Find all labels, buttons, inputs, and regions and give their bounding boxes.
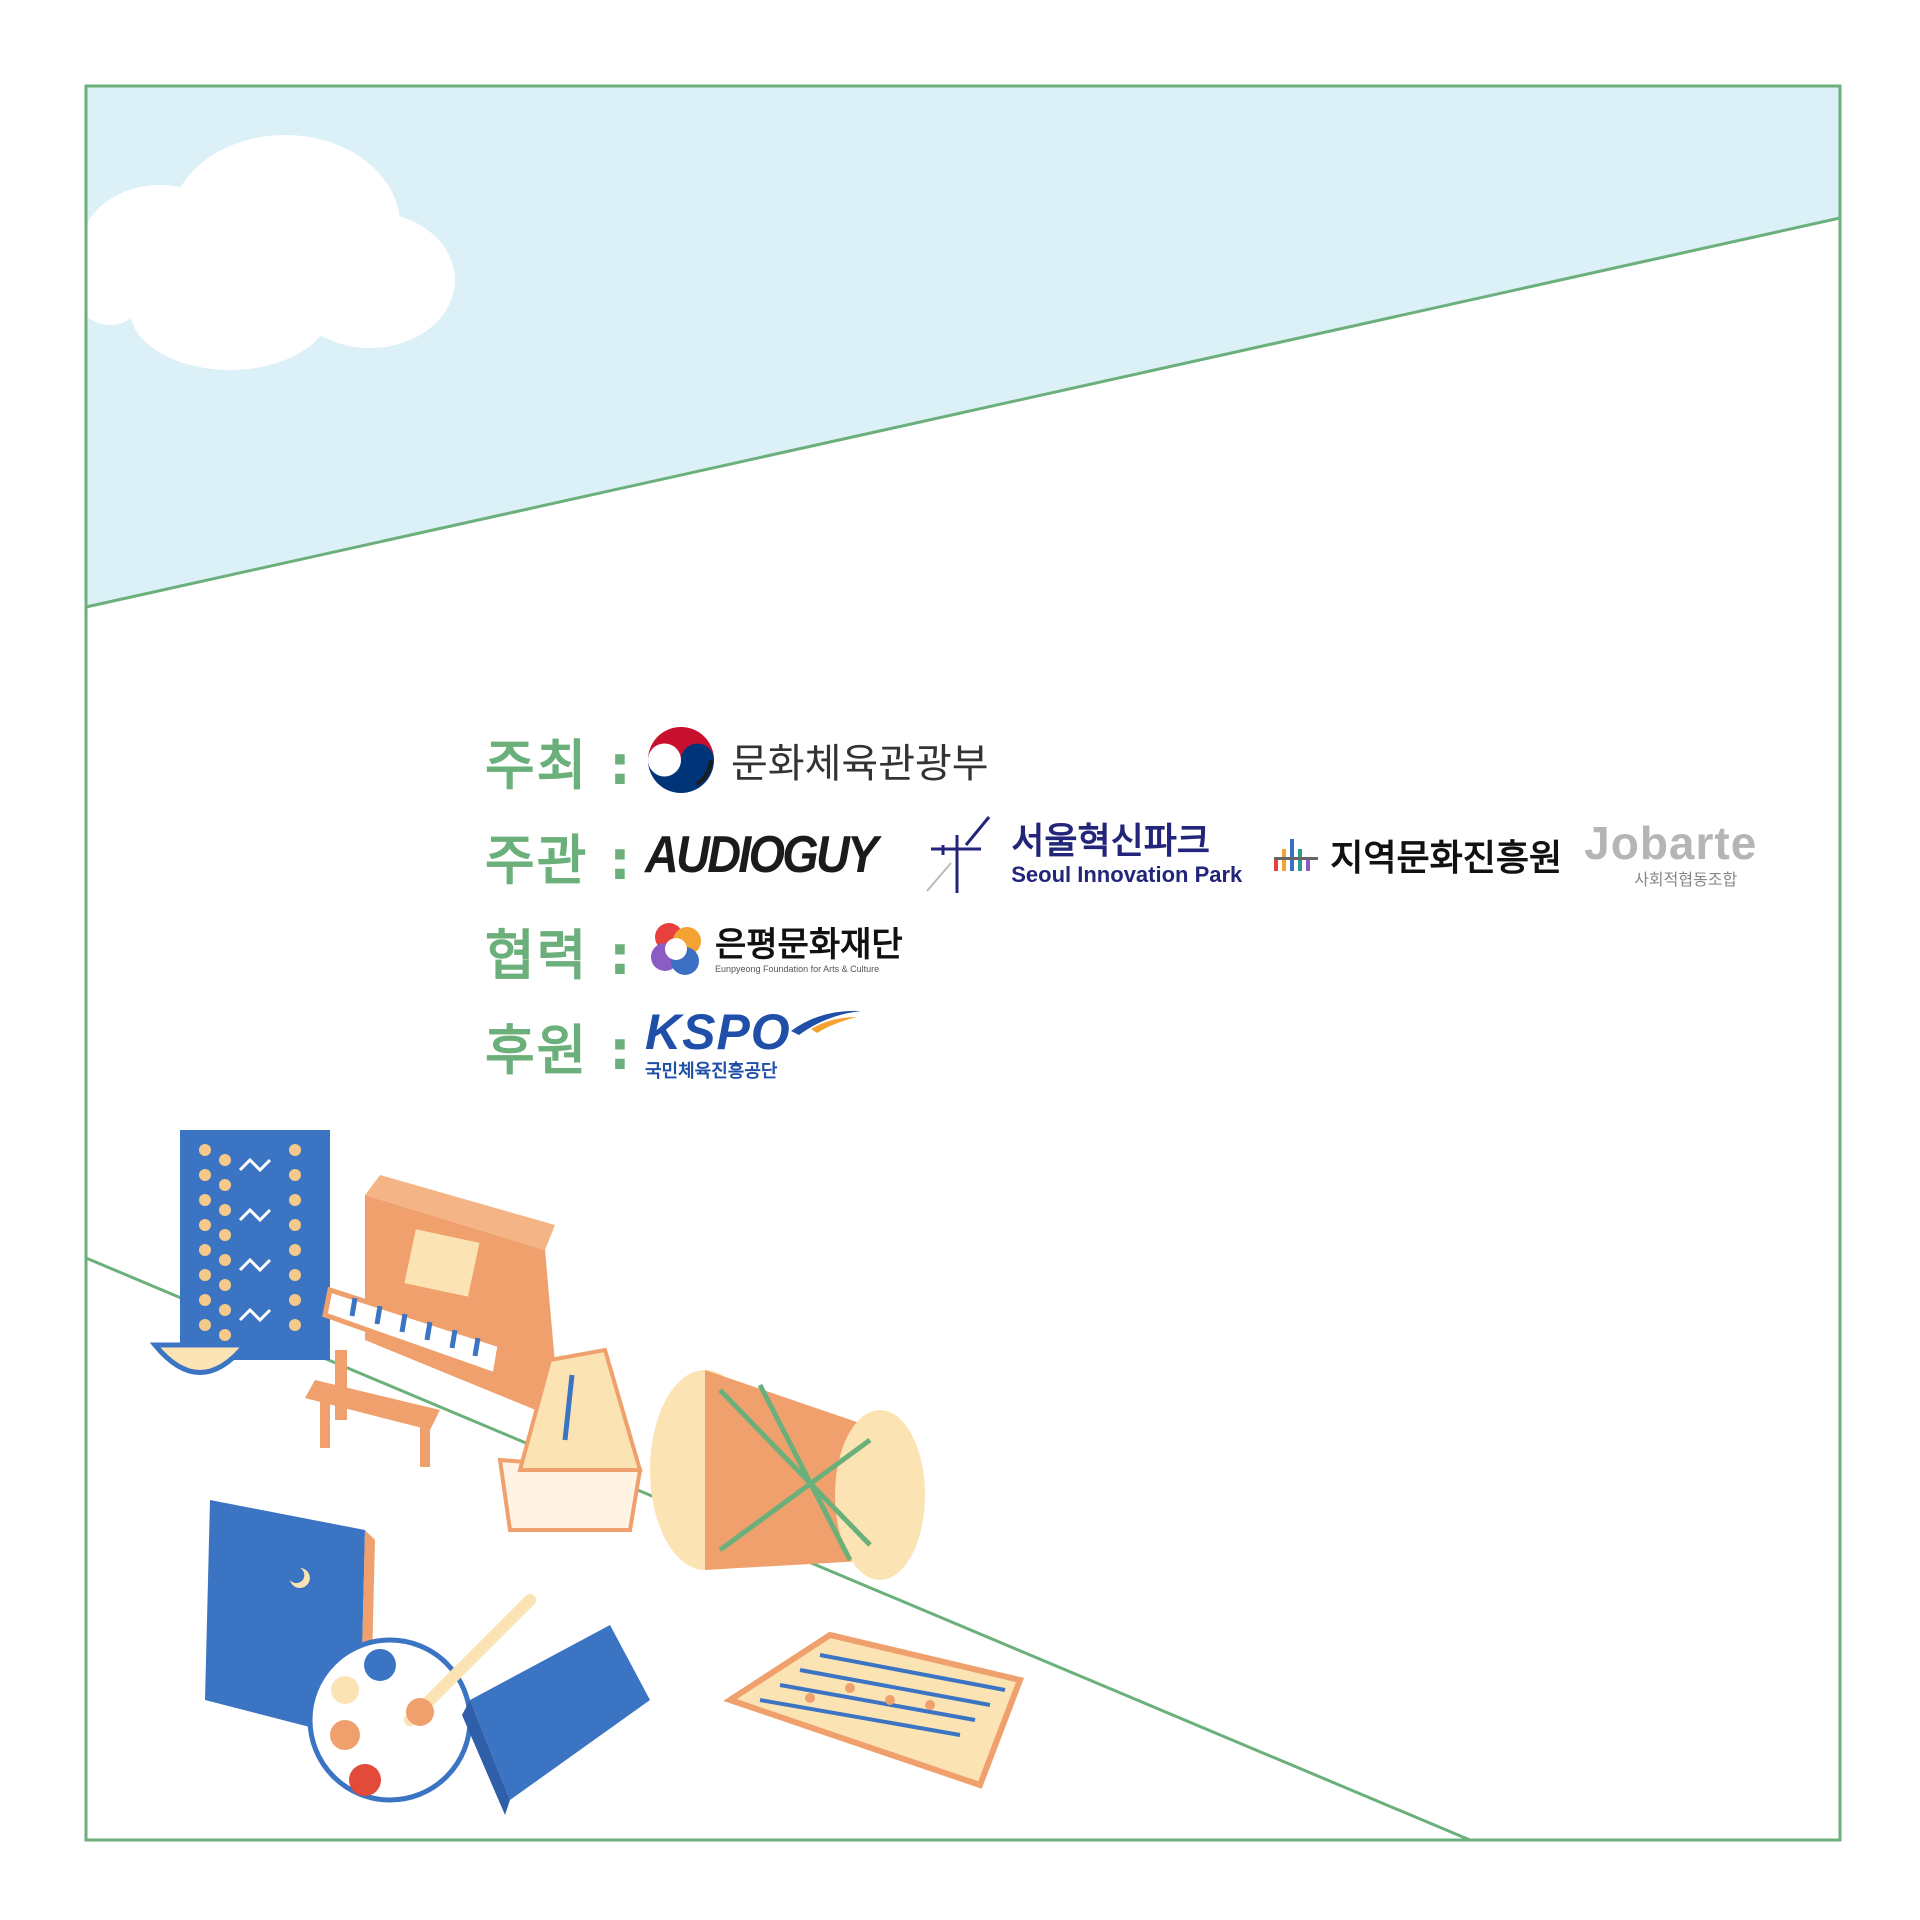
kspo-mark: KSPO <box>645 1004 791 1060</box>
cloud <box>70 135 455 370</box>
jobarte-sub: 사회적협동조합 <box>1634 870 1738 889</box>
sip-name-ko: 서울혁신파크 <box>1011 821 1210 862</box>
taegeuk-emblem-icon <box>648 727 714 793</box>
jobarte-mark: Jobarte <box>1584 817 1758 869</box>
sponsor-label: 후원 : <box>485 1018 633 1082</box>
eunpyeong-logo: 은평문화재단 Eunpyeong Foundation for Arts & C… <box>645 919 903 981</box>
mcst-logo: 문화체육관광부 <box>645 724 989 796</box>
box-illustration <box>462 1625 650 1815</box>
outer-frame <box>84 84 1842 1842</box>
gayageum-illustration <box>723 1631 1025 1789</box>
organizers-label: 주관 : <box>485 828 633 892</box>
sponsor-row: 후원 : KSPO 국민체육진흥공단 <box>485 1005 861 1085</box>
sky-area <box>86 86 1840 607</box>
piano-illustration <box>305 1175 560 1467</box>
seoul-innovation-park-icon <box>926 816 991 893</box>
kcf-logo: 지역문화진흥원 <box>1272 829 1562 881</box>
kcf-name: 지역문화진흥원 <box>1330 838 1563 879</box>
drum-illustration <box>650 1370 925 1580</box>
sky-edge-line <box>85 216 1841 609</box>
mcst-name: 문화체육관광부 <box>731 741 989 787</box>
audioguy-logo: AUDIOGUY <box>645 826 878 884</box>
organizers-row: 주관 : AUDIOGUY 서울혁신파크 Seoul Innovation Pa… <box>485 815 1757 895</box>
seoul-innovation-park-logo: 서울혁신파크 Seoul Innovation Park <box>921 815 1242 895</box>
kspo-logo: KSPO 국민체육진흥공단 <box>645 1007 861 1083</box>
sip-name-en: Seoul Innovation Park <box>1011 862 1243 887</box>
host-label: 주최 : <box>485 733 633 797</box>
kspo-swoosh-icon <box>790 1010 861 1035</box>
eunpyeong-name-ko: 은평문화재단 <box>715 925 903 965</box>
eunpyeong-name-en: Eunpyeong Foundation for Arts & Culture <box>715 964 880 974</box>
colorful-petal-icon <box>651 923 701 975</box>
metronome-illustration <box>497 1347 643 1532</box>
jobarte-logo: Jobarte 사회적협동조합 <box>1584 820 1757 890</box>
cooperation-label: 협력 : <box>485 923 633 987</box>
host-row: 주최 : 문화체육관광부 <box>485 720 989 800</box>
building-bars-icon <box>1274 839 1319 871</box>
palette-illustration <box>307 1594 536 1803</box>
cooperation-row: 협력 : 은평문화재단 Eunpyeong Foundation for Art… <box>485 910 903 990</box>
kspo-sub: 국민체육진흥공단 <box>645 1061 778 1082</box>
tapestry-illustration <box>149 1130 330 1375</box>
